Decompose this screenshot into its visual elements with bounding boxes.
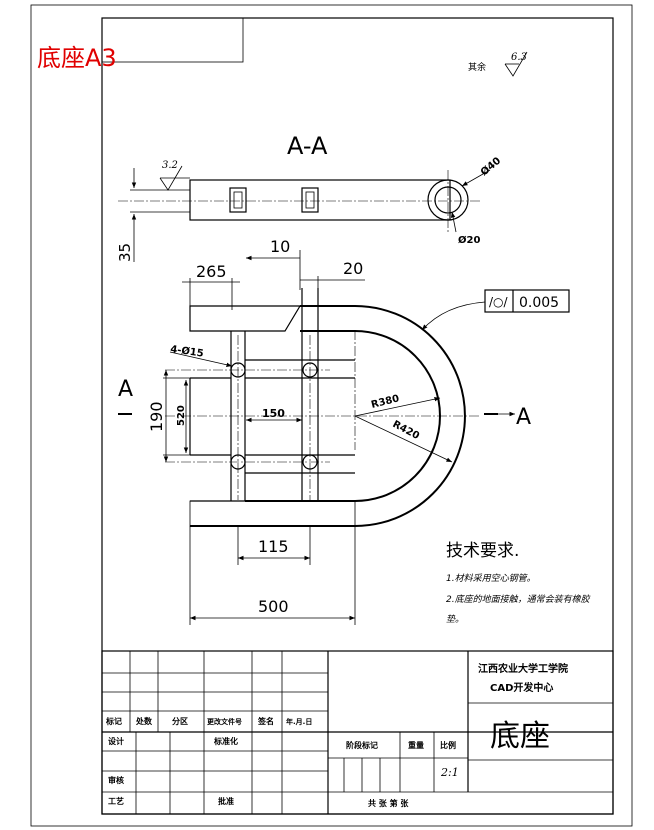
tolerance-symbol: /○/ [489, 295, 509, 309]
tolerance-value: 0.005 [519, 295, 559, 311]
label-weight: 重量 [408, 740, 424, 750]
roughness-other: 其余 6.3 [468, 51, 528, 77]
dim-r420: R420 [391, 419, 421, 442]
org-line-2: CAD开发中心 [490, 681, 553, 694]
label-doc-no: 更改文件号 [207, 717, 242, 726]
part-name: 底座 [490, 719, 550, 754]
roughness-other-value: 6.3 [511, 52, 527, 63]
outer-frame [30, 4, 633, 827]
dim-w500: 500 [258, 597, 289, 616]
label-process: 工艺 [108, 796, 124, 806]
dim-w115: 115 [258, 537, 289, 556]
dim-w20: 20 [343, 259, 363, 278]
dim-w265: 265 [196, 262, 227, 281]
section-mark-left: A [118, 377, 133, 402]
dim-w150: 150 [262, 407, 285, 420]
label-zone: 分区 [172, 716, 188, 726]
dim-r380: R380 [370, 393, 400, 411]
roughness-other-label: 其余 [468, 61, 486, 73]
tech-req-item-1: 1.材料采用空心钢管。 [446, 573, 536, 584]
label-sheets: 共 张 第 张 [368, 798, 409, 808]
label-standard: 标准化 [213, 736, 238, 746]
label-scale: 比例 [440, 740, 456, 750]
tolerance-frame [484, 289, 570, 313]
section-mark-right: A [516, 405, 531, 430]
label-mark: 标记 [105, 716, 122, 726]
label-design: 设计 [108, 736, 124, 746]
dim-h35: 35 [116, 243, 134, 262]
label-count: 处数 [135, 716, 153, 726]
tech-req-title: 技术要求. [446, 541, 519, 561]
label-approve: 批准 [218, 796, 234, 806]
dim-h520: 520 [176, 405, 187, 426]
top-view: 3.2 Ø40 Ø20 35 [116, 155, 503, 262]
tech-requirements: 技术要求. 1.材料采用空心钢管。 2.底座的地面接触，通常会装有橡胶 垫。 [446, 541, 591, 625]
label-date: 年.月.日 [286, 717, 312, 726]
org-line-1: 江西农业大学工学院 [478, 662, 568, 675]
section-title: A-A [287, 132, 328, 160]
tech-req-item-2: 2.底座的地面接触，通常会装有橡胶 [446, 594, 591, 605]
main-view: 265 10 20 [118, 237, 570, 625]
dim-d40: Ø40 [478, 155, 503, 179]
label-review: 审核 [108, 775, 124, 785]
dim-d20: Ø20 [458, 234, 480, 246]
tech-req-item-3: 垫。 [446, 614, 464, 625]
scale-value: 2:1 [440, 766, 459, 779]
dim-holes: 4-Ø15 [170, 343, 205, 360]
title-block: 江西农业大学工学院 CAD开发中心 底座 标记 处数 分区 更改文件号 签名 年… [101, 650, 614, 815]
dim-w10: 10 [270, 237, 290, 256]
roughness-top-value: 3.2 [162, 160, 178, 171]
label-sign: 签名 [257, 716, 274, 726]
dim-h190: 190 [147, 401, 166, 432]
label-stage: 阶段标记 [346, 740, 378, 750]
sheet-label: 底座A3 [37, 44, 117, 72]
reverse-title-box [101, 17, 244, 63]
